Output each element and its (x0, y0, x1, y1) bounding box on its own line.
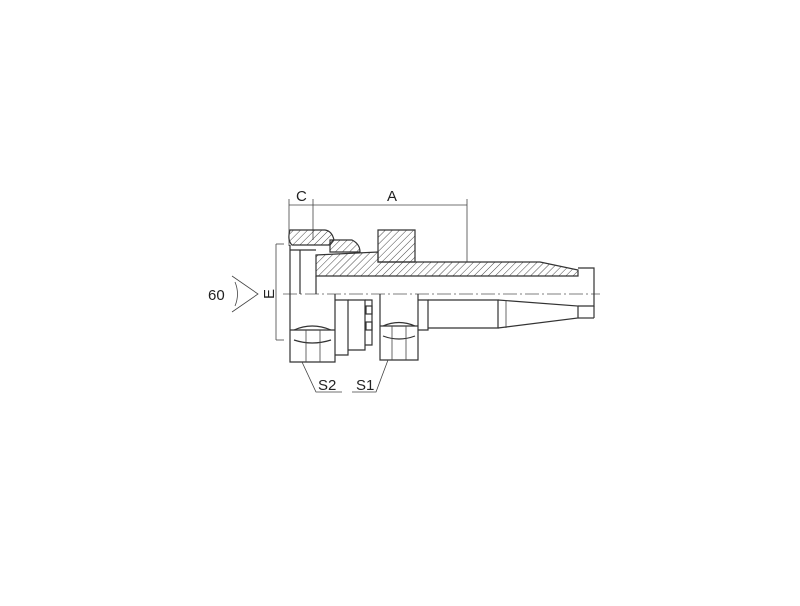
dim-e-label: E (261, 289, 278, 299)
dimension-e-line (275, 243, 284, 341)
leader-lines (301, 359, 389, 393)
dim-a-label: A (387, 188, 397, 205)
body-outline (289, 245, 316, 294)
upper-section (288, 229, 595, 294)
collar (348, 299, 373, 351)
dim-c-label: C (296, 188, 307, 205)
hose-tail (418, 294, 595, 331)
nut-s1 (379, 294, 419, 361)
angle-label: 60 (208, 287, 225, 304)
nut-s2-label: S2 (318, 377, 336, 394)
angle-marks (231, 275, 259, 313)
nut-s2 (289, 294, 349, 363)
nut-s1-label: S1 (356, 377, 374, 394)
